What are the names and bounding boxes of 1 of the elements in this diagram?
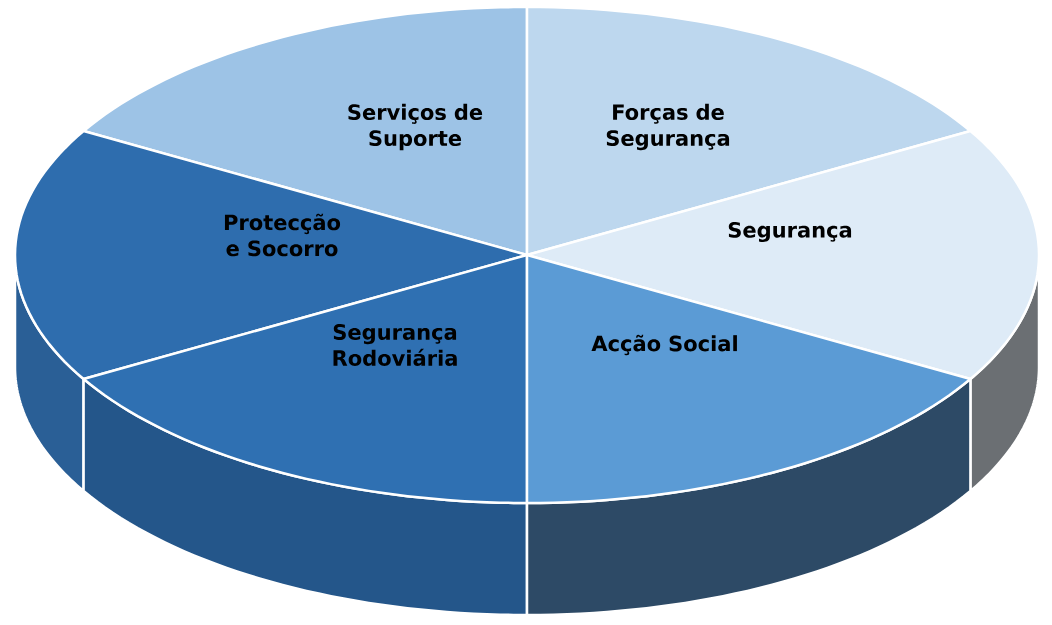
pie-slice: Acção Social [525, 253, 972, 617]
